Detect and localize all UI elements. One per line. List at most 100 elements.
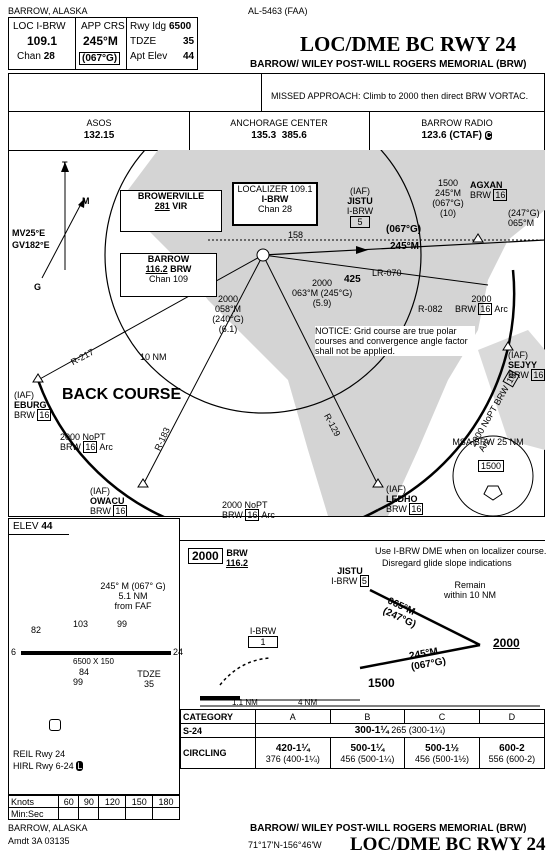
ten-nm-ring [104, 150, 422, 414]
barrow-chan: Chan 109 [148, 274, 189, 284]
speed-60: 60 [58, 795, 80, 808]
climb-path [219, 657, 271, 686]
header-location: BARROW, ALASKA [8, 6, 88, 16]
course-arrow [356, 246, 368, 254]
missed-approach-text: MISSED APPROACH: Climb to 2000 then dire… [271, 91, 529, 101]
speed-150: 150 [125, 795, 154, 808]
sejyy-fix-label: (IAF) SEJYY BRW 16 [508, 350, 546, 381]
mag-north-label: M [82, 196, 90, 206]
center-frequency: 135.3 385.6 [251, 130, 307, 141]
barrow-freq: 116.2 BRW [145, 264, 192, 274]
final-course [262, 239, 545, 256]
sejyy-fix [502, 341, 514, 351]
msa-label: MSA BRW 25 NM [452, 437, 524, 447]
category-a: A [255, 709, 331, 724]
remain-note: Remain within 10 NM [443, 580, 497, 600]
center-label: ANCHORAGE CENTER [230, 118, 328, 128]
agxan-approach-label: 1500 245°M (067°G) (10) [432, 178, 464, 218]
nopt-bottom: 2000 NoPT BRW 16 Arc [222, 500, 275, 521]
timing-table: Knots 60 90 120 150 180 Min:Sec [7, 795, 180, 820]
obstacle-84: 84 [79, 667, 90, 677]
ctaf-icon: C [484, 131, 493, 140]
rwy-end-6: 6 [11, 647, 17, 657]
localizer-ident: I-BRW [261, 194, 289, 204]
ledho-fix-label: (IAF) LEDHO BRW 16 [386, 484, 424, 515]
airport-diagram: ELEV 44 245° M (067° G) 5.1 NM from FAF … [8, 518, 184, 795]
loc-label: LOC I-BRW [13, 21, 66, 32]
obstacle-158: 158 [288, 230, 304, 240]
dme-note: Use I-BRW DME when on localizer course. [375, 546, 547, 556]
apt-elev: 44 [183, 51, 195, 62]
jistu-dist: 5 [350, 216, 370, 228]
ledho-fix [372, 478, 384, 488]
msa-altitude: 1500 [478, 460, 505, 472]
s24-label: S-24 [180, 723, 256, 738]
reil-note: REIL Rwy 24 [13, 749, 66, 759]
arc-2000-right: 2000 BRW 16 Arc [455, 294, 508, 315]
speed-180: 180 [152, 795, 180, 808]
obstacle-99a: 99 [117, 619, 128, 629]
obstacle-82: 82 [31, 625, 42, 635]
nopt-left: 2000 NoPT BRW 16 Arc [60, 432, 113, 453]
chart-title: LOC/DME BC RWY 24 [300, 32, 517, 56]
radial-082: R-082 [418, 304, 443, 314]
course-mag-label: 245°M [390, 241, 420, 252]
agxan-outbound: (247°G) 065°M [508, 208, 540, 228]
category-b: B [329, 709, 406, 724]
footer-title: LOC/DME BC RWY 24 [350, 834, 546, 855]
variation: MV25°E [12, 228, 46, 238]
comms-strip: ASOS 132.15 ANCHORAGE CENTER 135.3 385.6… [8, 111, 545, 151]
agxan-fix-label: AGXAN BRW 16 [470, 180, 508, 201]
procedure-turn-altitude: 2000 [493, 636, 520, 650]
browerville-ndb: 281 VIR [154, 201, 188, 211]
obstacle-99b: 99 [73, 677, 84, 687]
minsec-row: Min:Sec [7, 807, 180, 820]
brw-vortac-profile: BRW 116.2 [225, 548, 249, 568]
grid-north-line [41, 201, 83, 279]
eburg-fix [32, 373, 44, 383]
obstacle-425: 425 [344, 274, 361, 285]
minimums-table: CATEGORY A B C D S-24 300-1¼ 265 (300-1¼… [180, 709, 546, 769]
localizer-chan: Chan 28 [257, 204, 293, 214]
jistu-fix-label: (IAF) JISTU I-BRW 5 [346, 186, 374, 228]
rwy-ldg-label: Rwy Idg [130, 21, 167, 32]
tdze-label: TDZE [130, 36, 157, 47]
radial-217-line [37, 254, 264, 381]
elev-label: ELEV 44 [13, 521, 53, 532]
mag-north-arrow [78, 198, 85, 208]
lighting-icon: L [76, 761, 84, 771]
rwy-ldg: 6500 [169, 21, 192, 32]
category-label: CATEGORY [180, 709, 256, 724]
category-c: C [404, 709, 480, 724]
asos-label: ASOS [86, 118, 112, 128]
divider [75, 18, 76, 69]
loc-frequency: 109.1 [27, 34, 58, 48]
circling-label: CIRCLING [180, 737, 256, 769]
rwy-end-24: 24 [173, 647, 184, 657]
knots-row: Knots 60 90 120 150 180 [7, 795, 180, 808]
tdze: 35 [183, 36, 195, 47]
agxan-fix [472, 233, 484, 243]
apt-elev-label: Apt Elev [130, 51, 168, 62]
alt-2000-segment-a: 2000 063°M (245°G) (5.9) [292, 278, 353, 308]
msa-vortac-icon [483, 485, 503, 501]
runway-6-24 [21, 651, 171, 655]
dme-arc-bottom [36, 379, 379, 517]
scale-4-nm: 4 NM [298, 698, 318, 707]
procedure-id: AL-5463 (FAA) [248, 6, 308, 16]
lead-radial-070: LR-070 [372, 268, 402, 278]
footer-airport: BARROW/ WILEY POST-WILL ROGERS MEMORIAL … [250, 823, 527, 834]
jistu-profile: JISTU I-BRW 5 [331, 566, 369, 587]
localizer-name: LOCALIZER 109.1 [237, 184, 313, 194]
browerville-box: BROWERVILLE 281 VIR [120, 190, 222, 232]
barrow-vortac-icon [256, 248, 270, 262]
radial-183-line [142, 254, 264, 486]
grid-variation: GV182°E [12, 240, 50, 250]
true-north-arrow [61, 162, 69, 172]
alt-2000-segment-b: 2000 058°M (240°G) (6.1) [212, 294, 244, 334]
briefing-strip: LOC I-BRW 109.1 Chan 28 APP CRS 245°M (0… [8, 17, 198, 70]
